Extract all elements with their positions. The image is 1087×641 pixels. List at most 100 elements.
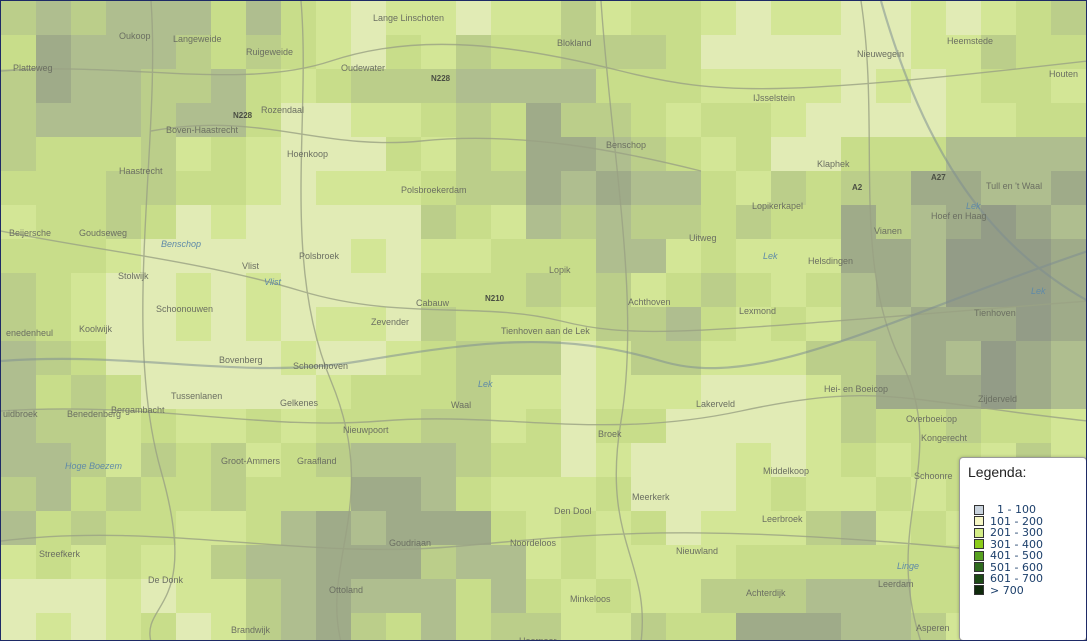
- place-label: Schoonhoven: [293, 361, 349, 371]
- place-label: Minkeloos: [570, 594, 611, 604]
- place-label: Polsbroek: [299, 251, 340, 261]
- place-label: Uitweg: [689, 233, 717, 243]
- place-label: Oukoop: [119, 31, 151, 41]
- place-label: Vianen: [874, 226, 902, 236]
- legend-label: 101 - 200: [990, 514, 1043, 528]
- place-label: Zevender: [371, 317, 410, 327]
- road-label: N210: [485, 294, 505, 303]
- place-label: Polsbroekerdam: [401, 185, 467, 195]
- place-label: Lopikerkapel: [752, 201, 804, 211]
- place-label: Graafland: [297, 456, 337, 466]
- legend-label: 1 - 100: [990, 503, 1036, 517]
- water-label: Lek: [1031, 286, 1046, 296]
- place-label: Asperen: [916, 623, 950, 633]
- place-label: Ruigeweide: [246, 47, 294, 57]
- place-label: Oudewater: [341, 63, 386, 73]
- legend-swatch: [974, 573, 984, 584]
- legend-item: 501 - 600: [974, 560, 1043, 574]
- place-label: Nieuwegein: [857, 49, 905, 59]
- place-label: Lange Linschoten: [373, 13, 445, 23]
- place-label: Groot-Ammers: [221, 456, 281, 466]
- place-label: Boven-Haastrecht: [166, 125, 239, 135]
- legend-label: 301 - 400: [990, 537, 1043, 551]
- place-label: Middelkoop: [763, 466, 810, 476]
- place-label: enedenheul: [6, 328, 54, 338]
- place-label: Benschop: [606, 140, 647, 150]
- place-label: Hoornaar: [519, 636, 557, 641]
- water-label: Lek: [478, 379, 493, 389]
- legend-label: 201 - 300: [990, 526, 1043, 540]
- place-label: IJsselstein: [753, 93, 796, 103]
- place-label: Zijderveld: [978, 394, 1018, 404]
- legend-item: > 700: [974, 583, 1043, 597]
- legend-item: 201 - 300: [974, 526, 1043, 540]
- place-label: De Donk: [148, 575, 184, 585]
- road-label: N228: [233, 111, 253, 120]
- place-label: Achterdijk: [746, 588, 786, 598]
- place-label: Den Dool: [554, 506, 592, 516]
- place-label: Ottoland: [329, 585, 364, 595]
- road-label: A27: [931, 173, 946, 182]
- place-label: Rozendaal: [261, 105, 305, 115]
- legend-label: 401 - 500: [990, 549, 1043, 563]
- place-label: Meerkerk: [632, 492, 670, 502]
- legend-swatch: [974, 562, 984, 573]
- place-label: Lopik: [549, 265, 571, 275]
- road-label: N228: [431, 74, 451, 83]
- place-label: Tienhoven: [974, 308, 1016, 318]
- place-label: Blokland: [557, 38, 592, 48]
- place-label: Nieuwpoort: [343, 425, 389, 435]
- place-label: Haastrecht: [119, 166, 163, 176]
- place-label: Brandwijk: [231, 625, 271, 635]
- legend-label: 501 - 600: [990, 560, 1043, 574]
- legend-item: 401 - 500: [974, 549, 1043, 563]
- place-label: Lakerveld: [696, 399, 736, 409]
- place-label: Gelkenes: [280, 398, 319, 408]
- place-label: Tienhoven aan de Lek: [501, 326, 590, 336]
- place-label: Noordeloos: [510, 538, 557, 548]
- place-label: Benedenberg: [67, 409, 122, 419]
- place-label: Stolwijk: [118, 271, 149, 281]
- legend-item: 301 - 400: [974, 537, 1043, 551]
- place-label: Koolwijk: [79, 324, 113, 334]
- place-label: Houten: [1049, 69, 1079, 79]
- place-label: Langeweide: [173, 34, 222, 44]
- place-label: Streefkerk: [39, 549, 81, 559]
- legend-swatch: [974, 516, 984, 527]
- place-label: Helsdingen: [808, 256, 854, 266]
- legend-label: > 700: [990, 583, 1024, 597]
- place-label: Achthoven: [628, 297, 671, 307]
- place-label: Hoenkoop: [287, 149, 329, 159]
- legend-item: 1 - 100: [974, 503, 1043, 517]
- water-label: Vlist: [264, 277, 282, 287]
- legend-swatch: [974, 504, 984, 515]
- legend-swatch: [974, 539, 984, 550]
- place-label: Goudriaan: [389, 538, 432, 548]
- place-label: Lexmond: [739, 306, 777, 316]
- place-label: Broek: [598, 429, 622, 439]
- place-label: Tull en 't Waal: [986, 181, 1043, 191]
- place-label: Vlist: [242, 261, 260, 271]
- place-label: Nieuwland: [676, 546, 719, 556]
- place-label: Heemstede: [947, 36, 994, 46]
- place-label: Waal: [451, 400, 472, 410]
- place-label: Schoonre: [914, 471, 953, 481]
- place-label: Platteweg: [13, 63, 53, 73]
- place-label: Leerbroek: [762, 514, 803, 524]
- place-label: Goudseweg: [79, 228, 128, 238]
- place-label: Tussenlanen: [171, 391, 223, 401]
- place-label: Schoonouwen: [156, 304, 214, 314]
- legend-swatch: [974, 550, 984, 561]
- legend-item: 101 - 200: [974, 514, 1043, 528]
- legend-item: 601 - 700: [974, 572, 1043, 585]
- place-label: Kongerecht: [921, 433, 968, 443]
- place-label: Bergambacht: [111, 405, 165, 415]
- legend-swatch: [974, 585, 984, 596]
- place-label: Bovenberg: [219, 355, 263, 365]
- water-label: Linge: [897, 561, 920, 571]
- water-label: Lek: [763, 251, 778, 261]
- place-label: Beijersche: [9, 228, 52, 238]
